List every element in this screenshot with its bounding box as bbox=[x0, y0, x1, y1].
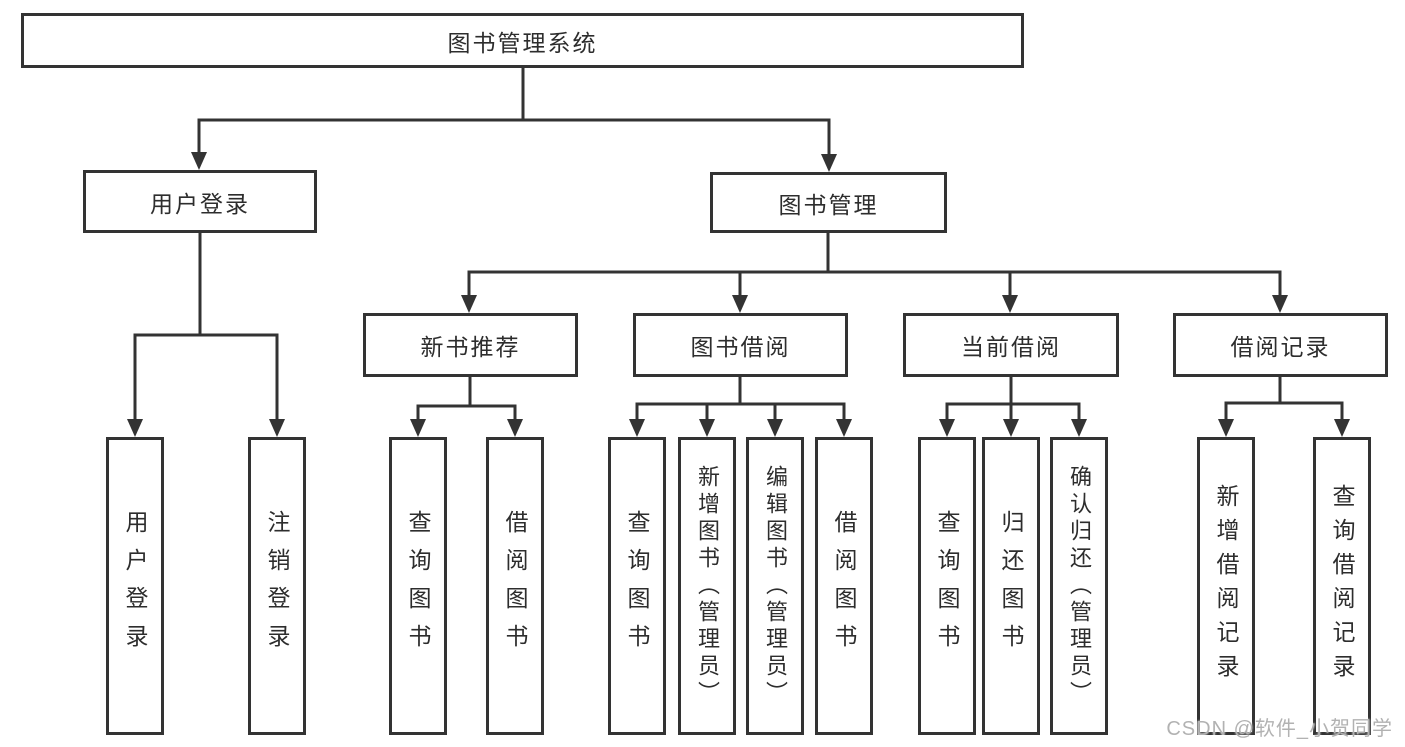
node-label: 借阅图书 bbox=[502, 510, 528, 662]
node-label: 查询借阅记录 bbox=[1329, 484, 1355, 688]
node-label: 确认归还（管理员） bbox=[1067, 464, 1092, 708]
node-label: 查询图书 bbox=[405, 510, 431, 662]
leaf-records-query-record: 查询借阅记录 bbox=[1313, 437, 1371, 735]
node-label: 查询图书 bbox=[934, 510, 960, 662]
node-user-login: 用户登录 bbox=[83, 170, 317, 233]
leaf-current-query-books: 查询图书 bbox=[918, 437, 976, 735]
csdn-watermark: CSDN @软件_小贺同学 bbox=[1166, 718, 1393, 740]
leaf-newbook-borrow-books: 借阅图书 bbox=[486, 437, 544, 735]
node-label: 新增借阅记录 bbox=[1213, 484, 1239, 688]
node-label: 借阅图书 bbox=[831, 510, 857, 662]
leaf-borrowing-query-books: 查询图书 bbox=[608, 437, 666, 735]
node-label: 新增图书（管理员） bbox=[695, 464, 720, 708]
node-label: 图书管理系统 bbox=[447, 29, 598, 56]
node-label: 图书管理 bbox=[778, 191, 879, 218]
node-book-borrowing: 图书借阅 bbox=[633, 313, 848, 377]
arrowheads bbox=[127, 152, 1350, 437]
node-label: 查询图书 bbox=[624, 510, 650, 662]
leaf-current-return-books: 归还图书 bbox=[982, 437, 1040, 735]
node-label: 用户登录 bbox=[122, 510, 148, 662]
node-book-management: 图书管理 bbox=[710, 172, 947, 233]
node-label: 当前借阅 bbox=[961, 334, 1061, 360]
node-label: 新书推荐 bbox=[420, 334, 521, 360]
node-new-book-recommend: 新书推荐 bbox=[363, 313, 578, 377]
node-label: 图书借阅 bbox=[690, 334, 791, 360]
node-root-library-management-system: 图书管理系统 bbox=[21, 13, 1024, 68]
node-label: 编辑图书（管理员） bbox=[763, 464, 788, 708]
node-current-borrowing: 当前借阅 bbox=[903, 313, 1119, 377]
leaf-logout: 注销登录 bbox=[248, 437, 306, 735]
leaf-current-confirm-return-admin: 确认归还（管理员） bbox=[1050, 437, 1108, 735]
node-label: 归还图书 bbox=[998, 510, 1024, 662]
leaf-records-add-record: 新增借阅记录 bbox=[1197, 437, 1255, 735]
leaf-newbook-query-books: 查询图书 bbox=[389, 437, 447, 735]
node-borrowing-records: 借阅记录 bbox=[1173, 313, 1388, 377]
leaf-borrowing-borrow-books: 借阅图书 bbox=[815, 437, 873, 735]
leaf-borrowing-add-books-admin: 新增图书（管理员） bbox=[678, 437, 736, 735]
leaf-borrowing-edit-books-admin: 编辑图书（管理员） bbox=[746, 437, 804, 735]
leaf-user-login: 用户登录 bbox=[106, 437, 164, 735]
node-label: 借阅记录 bbox=[1230, 334, 1331, 360]
node-label: 用户登录 bbox=[150, 190, 250, 217]
node-label: 注销登录 bbox=[264, 510, 290, 662]
